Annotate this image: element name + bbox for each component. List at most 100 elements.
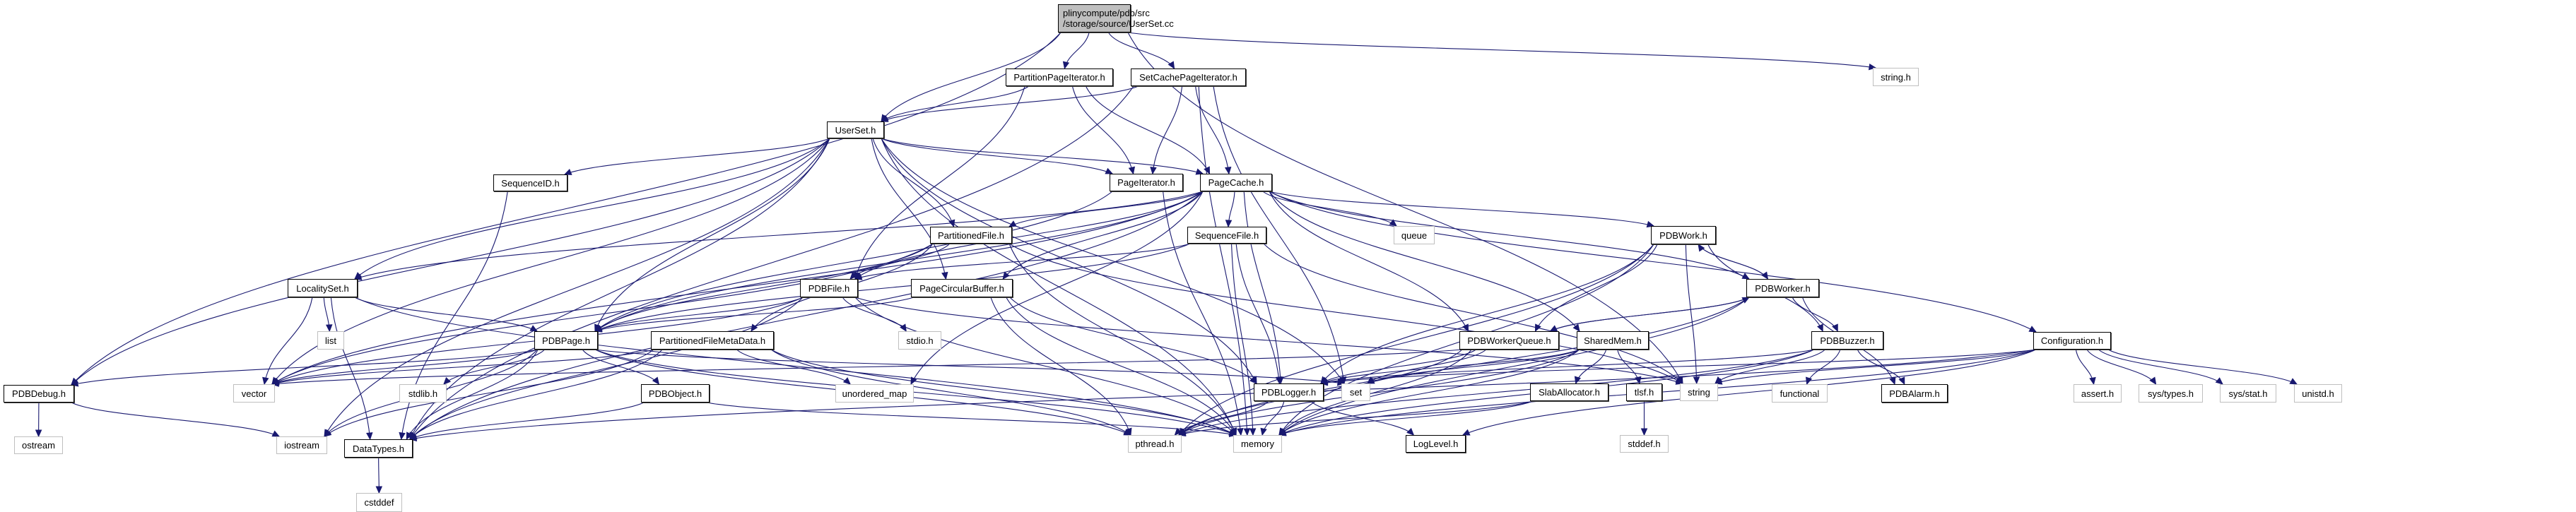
node-partitionedfile-h[interactable]: PartitionedFile.h: [930, 227, 1012, 244]
edge-SequenceFile-to-PDBFile: [854, 243, 1191, 280]
node-localityset-h[interactable]: LocalitySet.h: [288, 279, 358, 297]
edge-UserSet-to-PDBPage: [594, 138, 830, 332]
node-sequenceid-h[interactable]: SequenceID.h: [493, 174, 567, 191]
node-pdbwork-h[interactable]: PDBWork.h: [1651, 226, 1716, 244]
edge-PageCache-to-PDBWorkerQueue: [1269, 191, 1469, 332]
edge-root-to-SetCachePageIterator: [1107, 32, 1175, 69]
node-label: functional: [1780, 388, 1820, 399]
node-tlsf-h[interactable]: tlsf.h: [1626, 383, 1662, 401]
node-label: PDBObject.h: [648, 388, 702, 399]
edge-PartitionedFileMetaData-to-memory: [770, 349, 1237, 436]
node-label: PageCache.h: [1208, 177, 1264, 188]
node-label: tlsf.h: [1634, 387, 1654, 398]
arrowhead-icon: [880, 115, 889, 122]
edge-UserSet-to-PageCircularBuffer: [871, 138, 946, 280]
edge-PDBWork-to-string: [1685, 244, 1698, 384]
node-unordered-map: unordered_map: [835, 384, 914, 403]
edge-PDBPage-to-PDBDebug: [71, 349, 538, 386]
arrowhead-icon: [1534, 323, 1541, 333]
node-cstddef: cstddef: [356, 493, 402, 512]
arrowhead-icon: [1204, 166, 1211, 175]
edge-PartitionedFile-to-PDBFile: [849, 243, 951, 280]
node-datatypes-h[interactable]: DataTypes.h: [344, 439, 413, 458]
node-userset-h[interactable]: UserSet.h: [827, 121, 884, 138]
edge-PartitionedFile-to-memory: [1008, 243, 1237, 436]
node-pdbworkerqueue-h[interactable]: PDBWorkerQueue.h: [1459, 331, 1559, 350]
edge-UserSet-to-PageCache: [881, 138, 1204, 174]
node-label: PDBPage.h: [542, 335, 590, 346]
node-pdbbuzzer-h[interactable]: PDBBuzzer.h: [1811, 331, 1883, 350]
node-label: SequenceFile.h: [1194, 230, 1259, 241]
node-string: string: [1680, 383, 1718, 401]
node-setcachepageiterator-h[interactable]: SetCachePageIterator.h: [1131, 69, 1246, 86]
edge-UserSet-to-SequenceID: [564, 138, 830, 175]
edge-PDBObject-to-memory: [706, 402, 1237, 436]
node-slaballocator-h[interactable]: SlabAllocator.h: [1530, 383, 1608, 401]
node-pagecache-h[interactable]: PageCache.h: [1200, 174, 1272, 191]
node-pdbalarm-h[interactable]: PDBAlarm.h: [1881, 384, 1948, 403]
arrowhead-icon: [1549, 325, 1558, 332]
node-pdbpage-h[interactable]: PDBPage.h: [534, 331, 598, 350]
node-partitionedfilemetadata-h[interactable]: PartitionedFileMetaData.h: [651, 331, 774, 350]
edge-PDBWorker-to-memory: [1278, 297, 1750, 436]
node-label: string.h: [1881, 71, 1911, 83]
node-label: SequenceID.h: [501, 177, 560, 189]
node-label: UserSet.h: [835, 124, 876, 136]
edge-Configuration-to-sys_stat: [2098, 349, 2223, 385]
node-label: LocalitySet.h: [296, 282, 349, 294]
node-pagecircularbuffer-h[interactable]: PageCircularBuffer.h: [911, 279, 1013, 297]
edge-PDBObject-to-DataTypes: [409, 402, 645, 440]
node-sequencefile-h[interactable]: SequenceFile.h: [1187, 227, 1266, 244]
node-pdbworker-h[interactable]: PDBWorker.h: [1746, 279, 1819, 297]
arrowhead-icon: [1889, 376, 1896, 386]
edge-PageCircularBuffer-to-pthread: [990, 297, 1131, 436]
edge-PartitionedFileMetaData-to-iostream: [324, 349, 654, 437]
arrowhead-icon: [366, 432, 373, 441]
node-label: unordered_map: [842, 388, 907, 399]
node-pageiterator-h[interactable]: PageIterator.h: [1110, 174, 1183, 191]
node-assert-h: assert.h: [2074, 384, 2122, 403]
edge-PartitionPageIterator-to-PDBFile: [854, 85, 1025, 280]
edge-PageCache-to-unordered_map: [910, 191, 1204, 385]
node-pdbobject-h[interactable]: PDBObject.h: [641, 384, 710, 403]
node-label: SetCachePageIterator.h: [1139, 72, 1237, 83]
edge-PageIterator-to-PDBPage: [594, 191, 1113, 332]
node-label: SharedMem.h: [1584, 335, 1642, 346]
edge-PDBWork-to-pthread: [1178, 244, 1654, 436]
node-label: PDBDebug.h: [12, 388, 66, 399]
node-ostream: ostream: [14, 436, 63, 454]
edge-PDBPage-to-stdlib: [443, 349, 546, 385]
node-sharedmem-h[interactable]: SharedMem.h: [1577, 331, 1649, 350]
arrowhead-icon: [271, 430, 281, 437]
node-label: set: [1349, 387, 1363, 398]
arrowhead-icon: [1249, 376, 1257, 384]
node-stddef-h: stddef.h: [1620, 435, 1669, 453]
edge-Configuration-to-unistd: [2107, 349, 2298, 385]
node-pdbdebug-h[interactable]: PDBDebug.h: [4, 385, 74, 403]
node-label: PDBFile.h: [808, 282, 850, 294]
arrowhead-icon: [35, 429, 42, 438]
node-label: sys/types.h: [2147, 388, 2194, 399]
arrowhead-icon: [1008, 220, 1017, 227]
node-configuration-h[interactable]: Configuration.h: [2033, 332, 2111, 350]
arrowhead-icon: [1898, 376, 1905, 386]
arrowhead-icon: [271, 380, 279, 387]
node-label: PDBBuzzer.h: [1820, 335, 1875, 346]
arrowhead-icon: [1243, 428, 1251, 436]
arrowhead-icon: [70, 380, 79, 387]
node-label: ostream: [22, 440, 55, 451]
node-label: vector: [241, 388, 267, 399]
node-partitionpageiterator-h[interactable]: PartitionPageIterator.h: [1006, 69, 1113, 86]
node-pdblogger-h[interactable]: PDBLogger.h: [1254, 383, 1324, 401]
node-loglevel-h[interactable]: LogLevel.h: [1406, 435, 1466, 453]
edge-PDBPage-to-PDBObject: [582, 349, 659, 385]
arrowhead-icon: [842, 377, 851, 385]
node-iostream: iostream: [276, 436, 327, 454]
edge-Configuration-to-string: [1715, 349, 2037, 384]
arrowhead-icon: [1714, 378, 1723, 385]
node-pdbfile-h[interactable]: PDBFile.h: [800, 279, 858, 297]
arrowhead-icon: [324, 429, 332, 437]
edge-PDBBuzzer-to-PDBLogger: [1320, 349, 1815, 384]
edge-PartitionedFileMetaData-to-DataTypes: [409, 349, 663, 440]
edge-SetCachePageIterator-to-UserSet: [881, 85, 1139, 122]
